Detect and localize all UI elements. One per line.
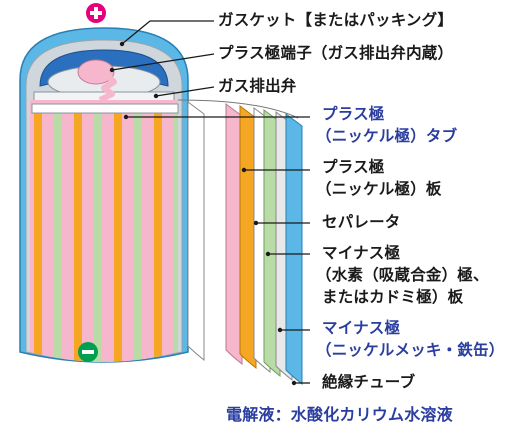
electrode-stripe bbox=[94, 112, 102, 362]
electrode-stripe bbox=[34, 112, 42, 362]
plus-badge-icon bbox=[86, 3, 106, 23]
label-electrolyte: 電解液：水酸化カリウム水溶液 bbox=[226, 405, 453, 424]
label-positive-terminal: プラス極端子（ガス排出弁内蔵） bbox=[218, 44, 454, 62]
positive-plate-sheet bbox=[225, 102, 243, 366]
electrode-stripe bbox=[174, 112, 178, 362]
leader-dot bbox=[153, 93, 159, 99]
electrode-roll bbox=[30, 100, 178, 362]
leader-dot bbox=[277, 327, 283, 333]
electrode-stripe bbox=[104, 112, 112, 362]
positive-tab bbox=[98, 73, 117, 103]
leader-dot bbox=[123, 114, 129, 120]
label-gas-vent: ガス排出弁 bbox=[218, 77, 297, 95]
electrode-stripe bbox=[114, 112, 122, 362]
leader-dot bbox=[253, 220, 259, 226]
leader-dot bbox=[119, 41, 125, 47]
insulation-plate bbox=[31, 103, 179, 114]
unrolled-layers bbox=[187, 100, 303, 386]
leader-dot bbox=[265, 251, 271, 257]
electrode-stripe bbox=[124, 112, 132, 362]
leader-line bbox=[111, 53, 215, 71]
leader-dot bbox=[291, 380, 297, 386]
label-gasket: ガスケット【またはパッキング】 bbox=[218, 11, 454, 29]
electrode-stripe bbox=[74, 112, 82, 362]
label-negative-case-2: （ニッケルメッキ・鉄缶） bbox=[316, 341, 505, 359]
label-separator: セパレータ bbox=[322, 213, 401, 231]
leader-lines bbox=[109, 20, 310, 386]
electrode-stripe bbox=[64, 112, 72, 362]
leader-line bbox=[155, 86, 215, 97]
label-negative-plate-1: マイナス極 bbox=[322, 244, 401, 262]
insulation-tube-sheet bbox=[285, 113, 303, 386]
label-negative-plate-3: またはカドミ極）板 bbox=[322, 288, 464, 306]
minus-badge-icon bbox=[78, 342, 98, 362]
leader-dot bbox=[109, 67, 115, 73]
label-negative-plate-2: （水素（吸蔵合金）極、 bbox=[316, 266, 489, 284]
electrode-stripe bbox=[144, 112, 152, 362]
electrode-stripe bbox=[44, 112, 52, 362]
label-insulation-tube: 絶縁チューブ bbox=[322, 373, 416, 391]
label-positive-plate-1: プラス極 bbox=[322, 158, 385, 176]
label-positive-plate-2: （ニッケル極）板 bbox=[316, 180, 442, 198]
gas-vent-valve bbox=[77, 59, 115, 85]
separator-sheet bbox=[187, 100, 205, 362]
leader-dot bbox=[241, 167, 247, 173]
leader-line bbox=[121, 20, 214, 45]
label-positive-tab-2: （ニッケル極）タブ bbox=[316, 127, 458, 145]
electrode-stripe bbox=[84, 112, 92, 362]
electrode-stripe bbox=[134, 112, 142, 362]
electrode-stripe bbox=[154, 112, 162, 362]
label-positive-tab-1: プラス極 bbox=[322, 105, 385, 123]
roll-top-edge bbox=[177, 99, 299, 119]
label-negative-case-1: マイナス極 bbox=[322, 319, 401, 337]
electrode-stripe bbox=[164, 112, 172, 362]
electrode-stripe bbox=[54, 112, 62, 362]
